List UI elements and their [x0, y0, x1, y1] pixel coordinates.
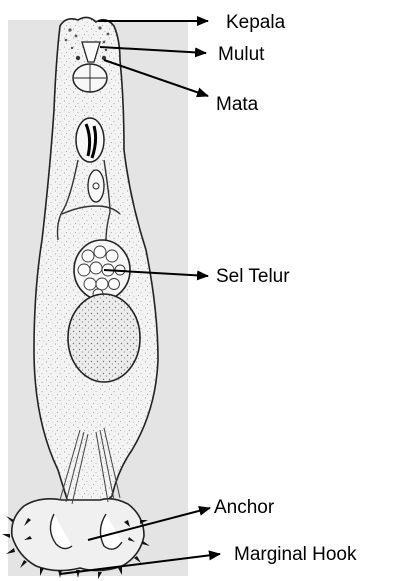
egg-cell-mass	[74, 240, 130, 300]
label-mata: Mata	[216, 94, 259, 115]
label-kepala: Kepala	[226, 12, 286, 33]
label-anchor: Anchor	[214, 497, 275, 518]
label-mulut: Mulut	[218, 44, 265, 65]
label-sel-telur: Sel Telur	[216, 266, 290, 287]
large-ovary	[68, 294, 140, 382]
label-marginal-hook: Marginal Hook	[234, 544, 357, 565]
